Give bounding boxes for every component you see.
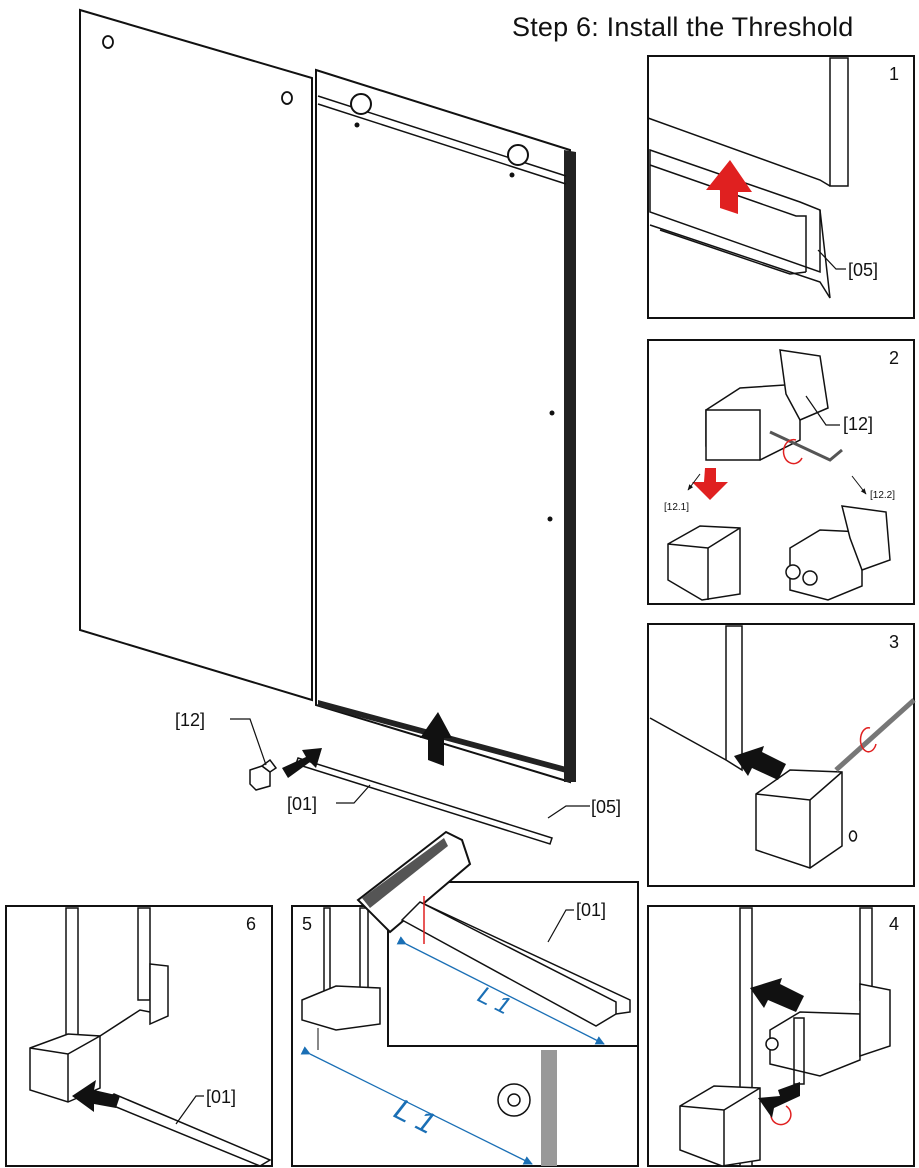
panel-5-threshold-label: [01] [576, 900, 606, 920]
fixed-glass-panel [79, 8, 313, 702]
panel-3-number: 3 [889, 632, 899, 652]
panel-2-part-1-label: [12.1] [664, 502, 689, 513]
sliding-glass-door [315, 68, 576, 784]
panel-2 [647, 339, 915, 605]
lift-arrow-icon [420, 712, 452, 766]
threshold-bar [295, 757, 553, 845]
panel-6 [5, 905, 273, 1167]
door-stop-bracket [249, 758, 278, 791]
threshold-label: [01] [287, 794, 317, 814]
panel-2-number: 2 [889, 348, 899, 368]
panel-5 [291, 830, 639, 1167]
panel-6-number: 6 [246, 914, 256, 934]
panel-5-number: 5 [302, 914, 312, 934]
panel-6-threshold-label: [01] [206, 1087, 236, 1107]
panel-4 [647, 905, 915, 1167]
panel-1 [647, 55, 915, 319]
seal-label: [05] [591, 797, 621, 817]
panel-2-part-2-label: [12.2] [870, 490, 895, 501]
panel-3 [647, 623, 916, 887]
panel-1-number: 1 [889, 64, 899, 84]
bracket-label: [12] [175, 710, 205, 730]
panel-4-number: 4 [889, 914, 899, 934]
panel-1-seal-label: [05] [848, 260, 878, 280]
page-title: Step 6: Install the Threshold [512, 12, 854, 42]
push-arrow-icon [282, 748, 322, 778]
panel-2-bracket-label: [12] [843, 414, 873, 434]
